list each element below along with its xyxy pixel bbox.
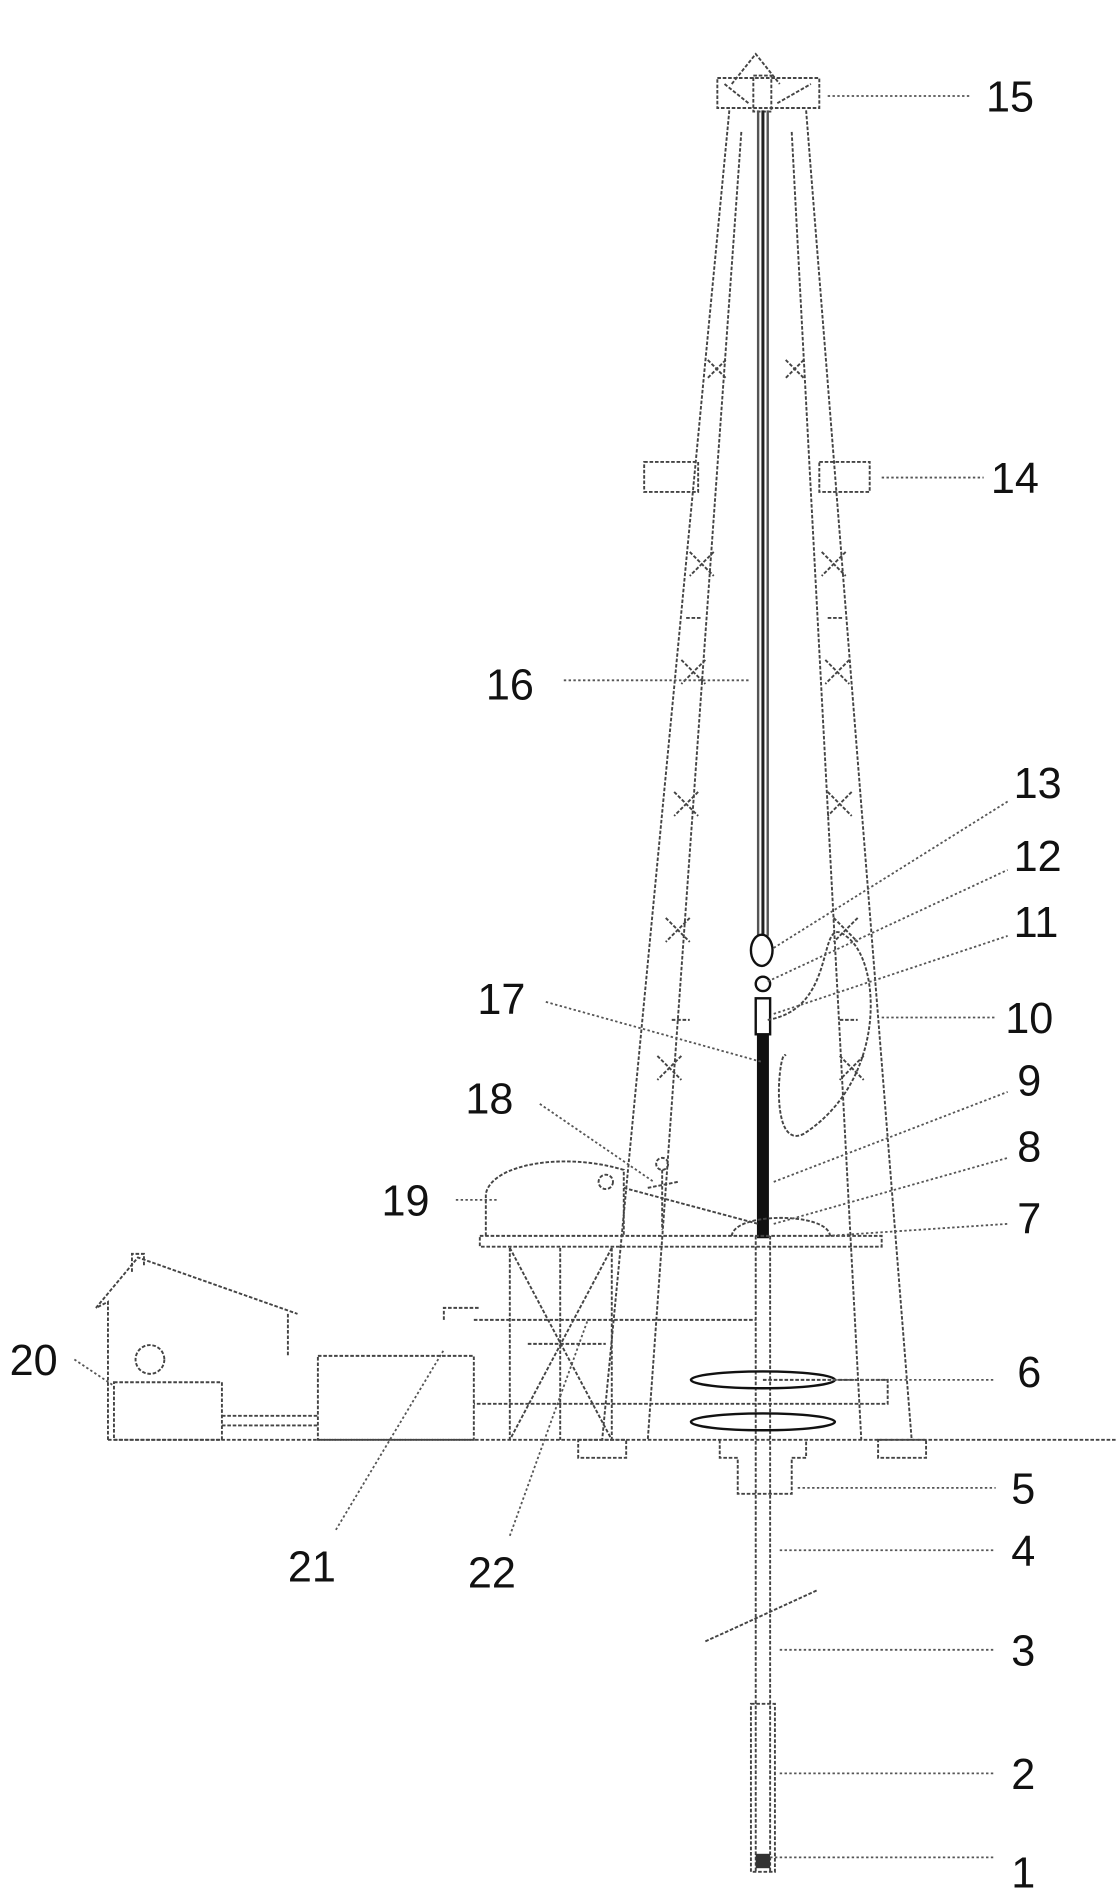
- label-8: 8: [1017, 1123, 1041, 1171]
- label-14: 14: [991, 455, 1039, 503]
- label-5: 5: [1011, 1465, 1035, 1513]
- label-13: 13: [1014, 760, 1062, 808]
- label-20: 20: [10, 1337, 58, 1385]
- label-19: 19: [381, 1177, 429, 1225]
- label-16: 16: [486, 662, 534, 710]
- label-3: 3: [1011, 1627, 1035, 1675]
- mud-line: [442, 1306, 756, 1321]
- drill-bit: [755, 1853, 771, 1869]
- crown-block: [716, 52, 821, 113]
- substructure: [508, 1247, 613, 1441]
- label-21: 21: [288, 1543, 336, 1591]
- drilling-line: [756, 110, 769, 936]
- traveling-block: [749, 933, 774, 968]
- derrick-tower: [577, 110, 928, 1459]
- label-7: 7: [1017, 1195, 1041, 1243]
- label-12: 12: [1014, 833, 1062, 881]
- label-18: 18: [465, 1075, 513, 1123]
- blowout-preventer: [473, 1370, 889, 1495]
- label-2: 2: [1011, 1751, 1035, 1799]
- label-9: 9: [1017, 1057, 1041, 1105]
- rotary-hose: [767, 931, 872, 1137]
- rig-floor: [478, 1234, 883, 1248]
- label-11: 11: [1014, 899, 1059, 947]
- mud-pump: [112, 1381, 223, 1441]
- rotary-table: [730, 1216, 832, 1237]
- label-15: 15: [986, 74, 1034, 122]
- casing-centralizer: [704, 1588, 819, 1643]
- label-6: 6: [1017, 1349, 1041, 1397]
- swivel: [754, 997, 772, 1036]
- pump-house: [95, 1252, 298, 1440]
- label-10: 10: [1005, 995, 1053, 1043]
- driller-figure: [647, 1156, 678, 1230]
- hook: [754, 975, 772, 993]
- label-22: 22: [468, 1549, 516, 1597]
- label-1: 1: [1011, 1849, 1035, 1891]
- label-4: 4: [1011, 1528, 1035, 1576]
- drill-string: [704, 1235, 819, 1873]
- drawworks: [484, 1160, 625, 1236]
- kelly: [756, 1034, 769, 1239]
- mud-tank: [316, 1354, 475, 1441]
- monkey-board: [643, 460, 871, 493]
- leader-lines: [73, 95, 1009, 1859]
- label-17: 17: [477, 976, 525, 1024]
